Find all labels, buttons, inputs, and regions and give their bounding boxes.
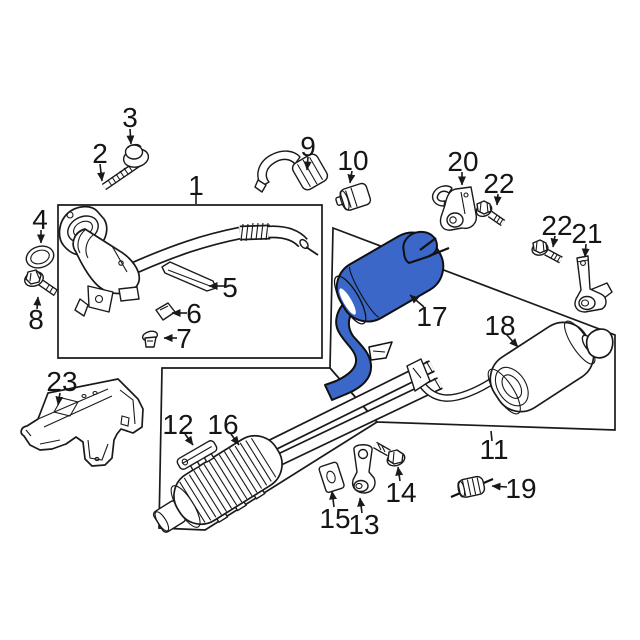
callout-3: 3 [122, 102, 138, 133]
callout-1: 1 [188, 170, 204, 201]
arrow-15 [329, 490, 338, 508]
arrow-10 [347, 170, 356, 184]
callout-4: 4 [32, 204, 48, 235]
callout-14: 14 [385, 477, 416, 508]
part-8-bolt [24, 269, 59, 297]
part-23-heat-shield [20, 378, 144, 467]
arrow-8 [33, 296, 42, 310]
part-5-support-blade [161, 261, 217, 292]
arrow-13 [357, 497, 366, 514]
part-3-flange-nut [122, 143, 150, 168]
part-10-insulator [335, 182, 372, 211]
callout-8: 8 [28, 304, 44, 335]
arrow-14 [395, 466, 404, 482]
arrow-9 [303, 156, 312, 171]
part-22b-bolt [531, 239, 563, 264]
assembly-box-1 [57, 204, 323, 359]
callout-11: 11 [479, 434, 508, 465]
arrow-19 [491, 482, 508, 491]
part-19-insulator [450, 475, 494, 499]
callout-12: 12 [162, 409, 193, 440]
callout-7: 7 [176, 323, 192, 354]
part-17-rear-muffler-highlighted [324, 230, 450, 401]
arrow-22b [550, 235, 559, 248]
callout-5: 5 [222, 272, 238, 303]
part-16-center-muffler-assembly [152, 360, 443, 533]
arrow-3 [126, 128, 135, 145]
callout-9: 9 [300, 131, 316, 162]
assembly-box-11 [329, 226, 616, 431]
arrow-23 [55, 392, 64, 406]
callout-21: 21 [571, 218, 602, 249]
part-7-push-nut [141, 330, 159, 348]
part-6-clip [155, 302, 176, 321]
callout-arrows [33, 128, 590, 514]
part-13-hanger [351, 444, 376, 494]
part-20-hanger-bracket [431, 185, 478, 231]
callout-23: 23 [46, 366, 77, 397]
arrow-22a [493, 193, 502, 206]
part-1-catalytic-converter-front-pipe [58, 205, 319, 317]
arrow-18 [505, 333, 519, 348]
callout-22b: 22 [541, 210, 572, 241]
callout-13: 13 [348, 509, 379, 540]
arrow-17 [409, 294, 425, 308]
part-14-bolt [373, 441, 406, 467]
part-21-hanger-bracket [574, 255, 613, 313]
callout-19: 19 [505, 473, 536, 504]
part-18-rear-muffler [406, 320, 614, 415]
callout-15: 15 [319, 503, 350, 534]
arrow-21 [581, 243, 590, 258]
leader-11 [490, 430, 493, 442]
callout-22a: 22 [483, 168, 514, 199]
part-22a-bolt [475, 200, 506, 227]
callout-17: 17 [416, 301, 447, 332]
callout-10: 10 [337, 145, 368, 176]
arrow-2 [97, 163, 105, 182]
callout-16: 16 [207, 409, 238, 440]
part-12-bracket [176, 440, 218, 471]
callout-2: 2 [92, 138, 108, 169]
callout-18: 18 [484, 310, 515, 341]
callout-20: 20 [447, 146, 478, 177]
part-4-gasket-ring [25, 245, 55, 269]
callout-labels: 1 2 3 4 5 6 7 8 9 10 11 12 13 14 15 16 1… [28, 102, 602, 540]
callout-6: 6 [186, 298, 202, 329]
part-15-plate [318, 461, 345, 494]
part-9-exhaust-hanger [254, 150, 329, 193]
arrow-16 [230, 433, 240, 446]
assembly-box-16 [158, 367, 379, 531]
arrow-12 [184, 433, 194, 446]
